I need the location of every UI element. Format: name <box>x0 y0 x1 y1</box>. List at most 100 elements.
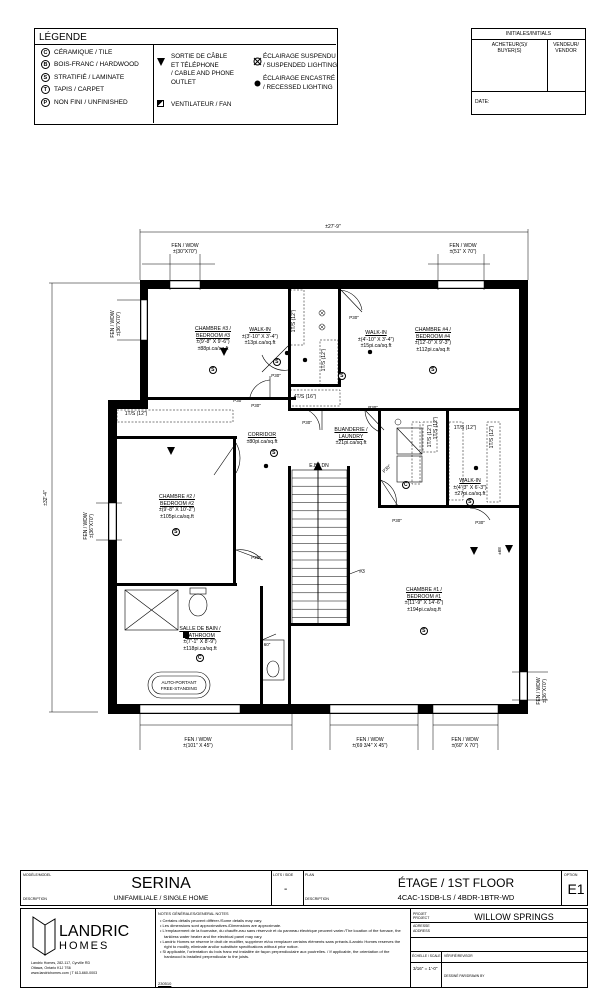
home-type: UNIFAMILIALE / SINGLE HOME <box>113 895 209 902</box>
cable-outlets <box>167 348 513 555</box>
model-label: MODÈLE/MODEL <box>23 873 52 877</box>
cable-outlet-icon <box>157 58 165 66</box>
room-label-walkin1: WALK-IN±(4'-3" X 6'-3")±27pi.ca/sq.ft <box>453 478 487 497</box>
shelf-label: 1T/S (12") <box>124 411 148 417</box>
title-block: MODÈLE/MODEL DESCRIPTION SERINA UNIFAMIL… <box>20 870 588 906</box>
legend-suspended-label: ÉCLAIRAGE SUSPENDU/ SUSPENDED LIGHTING <box>263 53 338 69</box>
notes-title: NOTES GÉNÉRALES/GENERAL NOTES <box>158 912 229 916</box>
company-name-2: HOMES <box>59 940 110 952</box>
shelf-label: 4T/S (16") <box>293 394 317 400</box>
vendor-label: VENDEUR/VENDOR <box>553 42 579 54</box>
legend-floor-label: TAPIS / CARPET <box>54 86 105 94</box>
project-name: WILLOW SPRINGS <box>474 912 554 922</box>
window-label-bottom-left: FEN / WDW±(101" X 45") <box>183 737 213 749</box>
address-label: ADRESSE ADDRESS <box>413 924 430 933</box>
note-item: • Si applicable, l'orientation du bois f… <box>160 949 390 960</box>
window-label-top-left: FEN / WDW±(30"X70") <box>171 243 199 255</box>
window-label-left-upper: FEN / WDW±(36"X70") <box>110 310 122 338</box>
door-swings <box>213 289 491 641</box>
shelf-label: 1T/S (12") <box>433 416 439 440</box>
initials-box: INITIALES/INITIALS ACHETEUR(S)/BUYER(S) … <box>471 28 586 115</box>
revisor-label: VÉRIFIÉ/REVISOR <box>444 954 473 958</box>
recessed-light-icon <box>254 80 261 87</box>
bathroom-fixtures <box>124 587 285 699</box>
note-item: • Certains détails peuvent différer./Som… <box>160 918 263 923</box>
note-item: • L'emplacement de la fournaise, du chau… <box>160 928 401 939</box>
note-item: • Landric Homes se réserve le droit de m… <box>160 938 401 950</box>
room-label-laundry: BUANDERIE /LAUNDRY±21pi.ca/sq.ft <box>334 427 368 446</box>
scale-label: ÉCHELLE / SCALE <box>412 954 441 958</box>
legend-floor-label: BOIS-FRANC / HARDWOOD <box>54 61 139 69</box>
overall-width-dim: ±27'-9" <box>325 224 341 230</box>
floor-plan <box>49 229 548 750</box>
option-label: OPTION <box>564 873 578 877</box>
lot-value: - <box>284 884 288 895</box>
scale-value: 3/16" = 1'-0" <box>413 966 438 971</box>
legend-floor-label: CÉRAMIQUE / TILE <box>54 48 113 56</box>
shelf-label: 1T/S (12") <box>453 425 477 431</box>
room-label-bathroom: SALLE DE BAIN /BATHROOM±(7'-1" X 8'-9")±… <box>179 626 221 652</box>
overall-depth-dim: ±32'-4" <box>43 490 49 506</box>
initials-title: INITIALES/INITIALS <box>505 31 552 37</box>
project-label: PROJET PROJECT <box>413 912 430 920</box>
option-value: E1 <box>567 881 585 897</box>
door-size-label: P30" <box>368 405 378 410</box>
room-label-walkin3: WALK-IN±(3'-10" X 3'-4")±13pi.ca/sq.ft <box>241 327 279 346</box>
shelf-label: 1T/S (12") <box>321 348 327 372</box>
laundry-machines <box>396 427 423 483</box>
stair-label: E.B / DN <box>309 463 329 469</box>
date-label: DATE: <box>475 99 490 105</box>
legend-recessed-label: ÉCLAIRAGE ENCASTRÉ/ RECESSED LIGHTING <box>263 75 336 91</box>
window-label-right-lower: FEN / WDW±(36"X70") <box>536 677 548 705</box>
room-label-bedroom4: CHAMBRE #4 /BEDROOM #4±(12'-0" X 9'-3")±… <box>414 327 452 353</box>
window-label-bottom-right: FEN / WDW±(60" X 70") <box>451 737 479 749</box>
model-name: SERINA <box>131 875 191 892</box>
door-size-label: P30" <box>349 315 359 320</box>
room-label-bedroom3: CHAMBRE #3 /BEDROOM #3±(9'-8" X 9'-6")±8… <box>194 326 232 352</box>
door-size-label: P28" <box>251 555 261 560</box>
walls <box>108 280 528 714</box>
door-size-label: P30" <box>251 403 261 408</box>
room-label-bedroom1: CHAMBRE #1 /BEDROOM #1±(11'-9" X 14'-6")… <box>404 587 444 613</box>
bathroom-fan-icon <box>183 632 189 638</box>
legend-fan-label: VENTILATEUR / FAN <box>171 101 232 108</box>
stair-note: #3 <box>359 569 365 575</box>
closet-depth-label: ±68 <box>497 547 502 555</box>
door-size-label: P30" <box>475 520 485 525</box>
company-block: LANDRIC HOMES Landric Homes, 282-117, Cy… <box>20 908 588 988</box>
company-name: LANDRIC <box>59 923 130 940</box>
legend-title: LÉGENDE <box>39 32 87 43</box>
drawn-by-label: DESSINÉ PAR/DRAWN BY <box>444 974 485 978</box>
window-label-top-right: FEN / WDW±(51" X 70") <box>449 243 477 255</box>
door-size-label: P30" <box>271 373 281 378</box>
revision: 230510 <box>158 981 172 986</box>
room-label-corridor: CORRIDOR±80pi.ca/sq.ft <box>246 432 278 445</box>
door-size-label: P30" <box>392 518 402 523</box>
door-size-label: P30" <box>302 420 312 425</box>
fan-icon <box>157 100 164 107</box>
notes-list: • Certains détails peuvent différer./Som… <box>158 918 404 960</box>
window-label-left-lower: FEN / WDW±(36"X70") <box>83 512 95 540</box>
plan-label: PLAN <box>305 873 315 877</box>
legend-cable <box>157 53 165 71</box>
legend-floor-label: STRATIFIÉ / LAMINATE <box>54 73 125 81</box>
room-label-walkin4: WALK-IN±(4'-10" X 3'-4")±15pi.ca/sq.ft <box>357 330 395 349</box>
lights <box>263 309 479 471</box>
floor-name: ÉTAGE / 1ST FLOOR <box>397 876 515 890</box>
desc-label: DESCRIPTION <box>23 897 47 901</box>
door-size-label: P30" <box>233 398 243 403</box>
suspended-light-icon <box>253 57 262 66</box>
desc2-label: DESCRIPTION <box>305 897 329 901</box>
shelf-label: 1T/S (12") <box>489 425 495 449</box>
door-size-label: 60" <box>263 642 271 647</box>
shelf-label: 1T/S (12") <box>291 309 297 333</box>
